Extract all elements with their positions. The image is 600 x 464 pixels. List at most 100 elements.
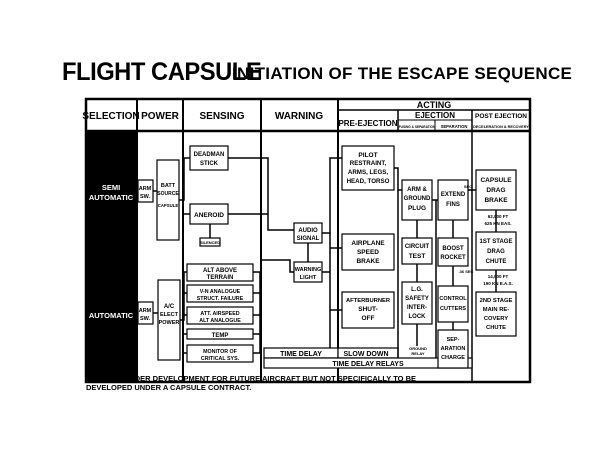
deadman-line-1: DEADMAN (194, 152, 225, 158)
header-fusing-separation: FUSING & SEPARATION (399, 125, 436, 129)
arm-ground-plug-box (401, 179, 433, 221)
batt-source-capsule (156, 159, 180, 241)
selection-column-fill (86, 131, 137, 382)
header-power: POWER (141, 111, 180, 122)
separation-line-2: ARATION (441, 346, 466, 352)
audio-line-2: SIGNAL (297, 236, 320, 242)
capsule-line-1: CAPSULE (480, 177, 512, 184)
selection-semi-line-2: AUTOMATIC (89, 193, 134, 202)
header-separation: SEPARATION (441, 124, 468, 129)
control-cutters-box (437, 285, 469, 323)
batt-line-1: BATT (161, 183, 176, 189)
time-delay-relays-label: TIME DELAY RELAYS (332, 361, 404, 368)
page-subtitle: INITIATION OF THE ESCAPE SEQUENCE (232, 64, 573, 83)
separation-charge-box (437, 329, 469, 369)
header-deceleration-recovery: DECELERATION & RECOVERY (473, 125, 529, 129)
boost-rocket-box (437, 237, 469, 267)
connector-batt-deadman (179, 157, 190, 201)
pilot-line-1: PILOT (358, 152, 377, 159)
second-stage-line-1: 2ND STAGE (480, 298, 513, 304)
connector-ac-sensors (180, 271, 187, 354)
arm-sw-auto-line-2: SW. (140, 316, 151, 322)
sec-small-label: .36 SEC (459, 269, 474, 274)
afterburner-line-1: AFTERBURNER (346, 298, 391, 304)
sensing-item-5-line-2: CRITICAL SYS. (201, 356, 240, 362)
sensing-item-3-line-1: ATT. AIRSPEED (200, 311, 239, 317)
arm-plug-line-3: PLUG (408, 205, 426, 212)
selection-semi-line-1: SEMI (102, 183, 120, 192)
sensing-item-5-line-1: MONITOR OF (203, 349, 238, 355)
sensing-item-3-line-2: ALT ANALOGUE (199, 318, 241, 324)
speed-brake-line-3: BRAKE (356, 258, 380, 265)
sensing-item-4: TEMP (212, 333, 229, 339)
control-cutters-line-1: CONTROL (439, 296, 467, 302)
header-ejection: EJECTION (415, 111, 455, 120)
speed-brake-line-1: AIRPLANE (351, 240, 385, 247)
header-warning: WARNING (275, 111, 324, 122)
aneroid-label: ANEROID (194, 212, 224, 219)
sensing-item-2-line-1: V-N ANALOGUE (200, 289, 241, 295)
second-stage-chute-box (475, 291, 517, 337)
interlock-line-4: LOCK (409, 314, 427, 320)
arm-plug-line-1: ARM & (407, 187, 427, 193)
second-stage-line-3: COVERY (484, 316, 508, 322)
connector-warning-pre (329, 233, 342, 311)
ground-relay-line-2: RELAY (411, 351, 425, 356)
connector-sensors-light (260, 259, 294, 273)
second-stage-line-2: MAIN RE- (483, 307, 509, 313)
arm-plug-line-2: GROUND (404, 196, 431, 202)
pilot-restraint-box (341, 145, 395, 191)
first-stage-line-2: DRAG (487, 249, 505, 255)
first-stage-line-3: CHUTE (486, 259, 507, 265)
selection-automatic: AUTOMATIC (89, 311, 134, 320)
afterburner-line-2: SHUT- (358, 306, 378, 313)
first-stage-line-1: 1ST STAGE (480, 239, 513, 245)
silenced-label: SILENCED (200, 240, 220, 245)
sensing-item-1-line-1: ALT ABOVE (203, 268, 237, 274)
alt-2-line-1: 14,000 FT (488, 274, 509, 279)
speed-brake-line-2: SPEED (357, 249, 379, 256)
arm-sw-semi-line-2: SW. (140, 194, 151, 200)
alt-1-line-1: 62,000 FT (488, 214, 509, 219)
ground-relay-line-1: GROUND (409, 346, 427, 351)
deadman-line-2: STICK (200, 161, 219, 167)
interlock-line-3: INTER- (407, 305, 427, 311)
ac-line-2: ELECT (160, 312, 179, 318)
ac-line-1: A/C (164, 304, 175, 310)
pilot-line-2: RESTRAINT, (350, 160, 387, 167)
time-delay-relays-box (263, 357, 473, 369)
alt-1-line-2: 625 KN EAS. (484, 221, 511, 226)
connector-sensor-bus (253, 271, 261, 354)
ac-line-3: POWER (159, 320, 180, 326)
connector-deadman-audio (228, 157, 294, 231)
alt-2-line-2: 190 KN E.A.S. (483, 281, 513, 286)
connector-pilot-plug (394, 167, 402, 191)
connector-relay-verticals (397, 190, 437, 358)
footnote: SYSTEMS UNDER DEVELOPMENT FOR FUTURE AIR… (86, 374, 417, 392)
time-delay-label: TIME DELAY (280, 351, 322, 358)
warning-light-line-2: LIGHT (300, 275, 317, 281)
control-cutters-line-2: CUTTERS (440, 306, 466, 312)
arm-sw-semi-line-1: ARM (139, 186, 152, 192)
afterburner-box (341, 291, 395, 329)
interlock-line-2: SAFETY (405, 296, 429, 302)
afterburner-line-3: OFF (362, 315, 375, 322)
batt-line-2: SOURCE (157, 191, 179, 197)
boost-rocket-line-1: BOOST (442, 246, 464, 252)
speed-brake-box (341, 233, 395, 271)
connector-audio-pilot (322, 157, 342, 234)
header-pre-ejection: PRE-EJECTION (338, 119, 397, 128)
deadman-stick-box (189, 145, 229, 171)
capsule-line-3: BRAKE (484, 197, 508, 204)
boost-rocket-line-2: ROCKET (440, 255, 466, 261)
sensing-item-2-line-2: STRUCT. FAILURE (197, 296, 244, 302)
safety-interlock-box (401, 281, 433, 325)
circuit-test-line-2: TEST (409, 253, 426, 260)
separation-line-1: SEP- (447, 337, 460, 343)
sec-label: SEC (464, 184, 472, 189)
batt-line-3: CAPSULE (158, 203, 179, 208)
flow-connectors (153, 157, 497, 358)
header-post-ejection: POST EJECTION (475, 113, 527, 120)
header-acting: ACTING (417, 100, 452, 110)
